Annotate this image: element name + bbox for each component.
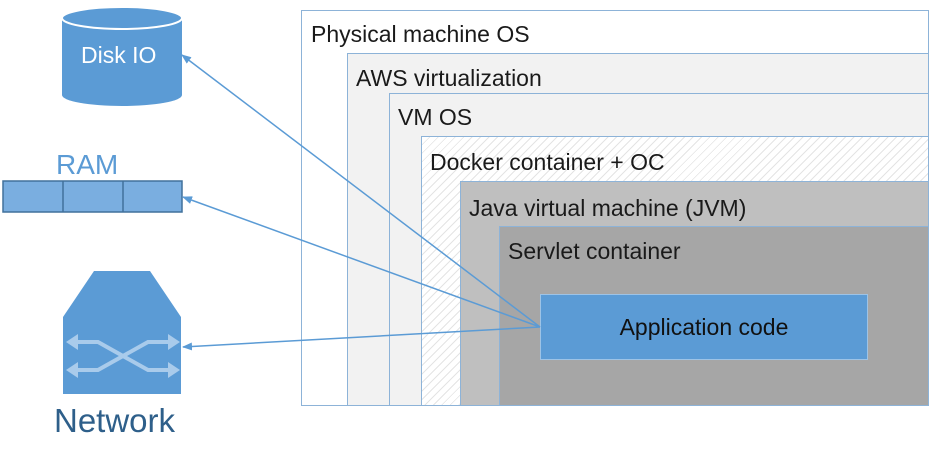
ram-module-icon — [2, 180, 183, 213]
disk-cylinder-icon — [61, 6, 183, 106]
arrow-to-ram — [182, 196, 541, 328]
disk-io-label: Disk IO — [81, 42, 157, 68]
physical-machine-os-label: Physical machine OS — [311, 21, 530, 47]
aws-virtualization-label: AWS virtualization — [356, 65, 542, 91]
servlet-container-label: Servlet container — [508, 238, 681, 264]
vm-os-label: VM OS — [398, 104, 473, 130]
jvm-label: Java virtual machine (JVM) — [469, 195, 747, 221]
docker-container-label: Docker container + OC — [430, 149, 665, 175]
arrow-to-network — [182, 326, 541, 351]
ram-label: RAM — [56, 149, 119, 180]
network-label: Network — [54, 402, 176, 439]
application-code-box: Application code — [540, 294, 868, 360]
arrow-to-disk — [181, 54, 541, 328]
application-code-label: Application code — [619, 313, 789, 340]
network-switch-icon — [63, 271, 181, 394]
